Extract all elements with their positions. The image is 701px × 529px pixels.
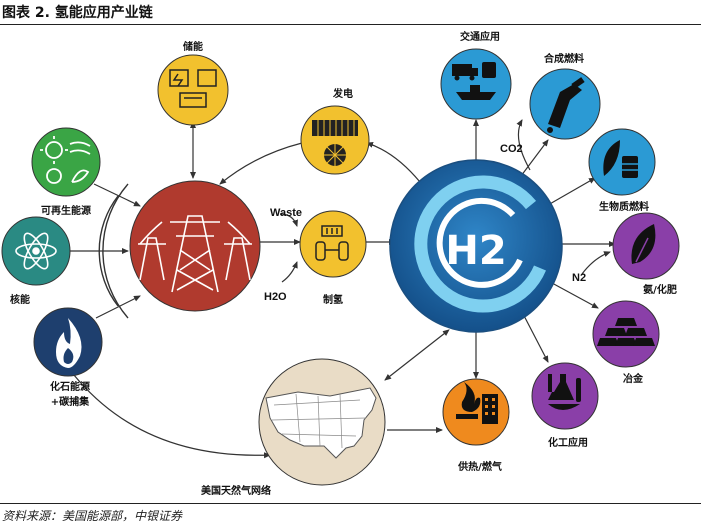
- hydrogen-hub-node[interactable]: H2: [389, 159, 563, 333]
- source-note: 资料来源：美国能源部，中银证券: [2, 509, 183, 523]
- synfuel-node[interactable]: 合成燃料: [529, 52, 601, 140]
- ammonia-node[interactable]: 氨/化肥: [612, 212, 680, 296]
- production-label: 制氢: [323, 293, 343, 306]
- arrow-power-grid: [219, 142, 303, 185]
- truck-bus-icon: [452, 62, 496, 100]
- usa-map-icon: [265, 387, 377, 459]
- arrow-fossil-grid: [95, 295, 141, 319]
- atom-icon: [15, 232, 57, 270]
- connector-lines: [69, 119, 616, 459]
- renewable-label: 可再生能源: [41, 204, 91, 217]
- storage-node[interactable]: 储能: [157, 40, 229, 126]
- renewable-node[interactable]: 可再生能源: [31, 127, 101, 217]
- arrow-waste: [279, 213, 298, 227]
- fossil-label-1: 化石能源: [50, 380, 90, 393]
- arrow-co2: [516, 119, 531, 171]
- arrow-renewable-grid: [93, 183, 141, 207]
- fossil-label-2: +碳捕集: [51, 395, 90, 408]
- flame-icon: [56, 318, 82, 368]
- grid-arc-outer: [102, 183, 129, 319]
- biofuel-node[interactable]: 生物质燃料: [588, 128, 656, 213]
- power-generation-label: 发电: [332, 87, 353, 100]
- arrow-h2o: [281, 261, 298, 283]
- fuel-nozzle-icon: [547, 77, 585, 133]
- chemical-label: 化工应用: [548, 436, 588, 449]
- flask-icon: [548, 374, 581, 410]
- solar-wind-icon: [40, 136, 91, 184]
- waste-label: Waste: [270, 207, 302, 219]
- co2-label: CO2: [500, 143, 523, 155]
- grid-node[interactable]: [129, 180, 261, 312]
- storage-label: 储能: [182, 40, 203, 53]
- hub-label: H2: [445, 228, 506, 274]
- title-rule: [0, 24, 701, 25]
- arrow-hub-biofuel: [547, 177, 596, 206]
- page-title: 图表 2. 氢能应用产业链: [2, 5, 153, 21]
- grid-arc-inner: [98, 195, 119, 307]
- transport-node[interactable]: 交通应用: [440, 30, 512, 120]
- gas-network-node[interactable]: 美国天然气网络: [201, 358, 386, 497]
- arrow-hub-metallurgy: [551, 282, 599, 309]
- gold-bars-icon: [597, 318, 655, 346]
- nuclear-node[interactable]: 核能: [1, 216, 71, 306]
- electrolyzer-icon: [315, 225, 349, 261]
- transport-label: 交通应用: [460, 30, 500, 43]
- footer-rule: [0, 503, 701, 504]
- arrow-hub-gas: [384, 329, 450, 381]
- n2-label: N2: [572, 272, 586, 284]
- chemical-node[interactable]: 化工应用: [531, 362, 599, 449]
- gas-network-label: 美国天然气网络: [201, 484, 271, 497]
- arrow-fossil-gas: [69, 369, 271, 459]
- biofuel-label: 生物质燃料: [599, 200, 649, 213]
- ammonia-label: 氨/化肥: [643, 283, 677, 296]
- turbine-icon: [324, 144, 346, 166]
- nuclear-label: 核能: [10, 293, 30, 306]
- h2o-label: H2O: [264, 291, 287, 303]
- fossil-node[interactable]: 化石能源 +碳捕集: [33, 307, 103, 408]
- production-node[interactable]: 制氢: [299, 210, 367, 306]
- leaf-barrel-icon: [603, 140, 638, 178]
- power-generation-node[interactable]: 发电: [300, 87, 370, 175]
- pylon-icon: [138, 215, 252, 293]
- metallurgy-node[interactable]: 冶金: [592, 300, 660, 385]
- heating-node[interactable]: 供热/燃气: [442, 378, 510, 473]
- building-flame-icon: [456, 382, 498, 424]
- h2-logo-icon: H2: [414, 175, 546, 313]
- arrow-n2: [581, 251, 611, 275]
- solar-panel-icon: [312, 120, 358, 136]
- leaf-icon: [631, 224, 656, 264]
- battery-icon: [169, 69, 217, 108]
- synfuel-label: 合成燃料: [543, 52, 584, 65]
- arrow-hub-power: [366, 141, 421, 183]
- metallurgy-label: 冶金: [623, 372, 644, 385]
- heating-label: 供热/燃气: [457, 460, 502, 473]
